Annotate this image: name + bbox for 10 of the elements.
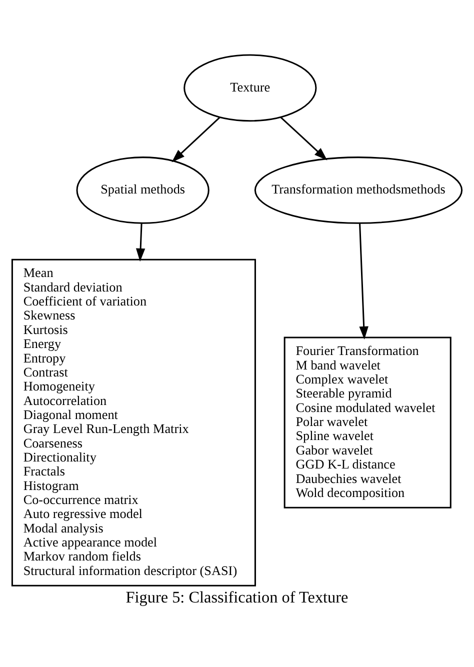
node-box: Fourier Transformation M band wavelet Complex wavelet Steerable pyramid Cosine modulated wavelet Polar wavelet Spline wavelet Gabor wavelet GGD K-L distance Daubechies wavelet Wold decomposition <box>284 336 452 508</box>
node-ellipse: Spatial methods <box>76 156 210 224</box>
node-box: Mean Standard deviation Coefficient of variation Skewness Kurtosis Energy Entropy Contrast Homogeneity Autocorrelation Diagonal moment Gray Level Run-Length Matrix Coarseness Directionality Fractals Histogram Co-occurrence matrix Auto regressive model Modal analysis Active appearance model Markov random fields Structural information descriptor (SASI) <box>11 258 256 586</box>
caption: Figure 5: Classification of Texture <box>126 588 348 607</box>
node-ellipse: Transformation methodsmethods <box>254 156 463 224</box>
arrow <box>359 223 368 340</box>
arrow <box>172 116 220 162</box>
arrow <box>136 223 146 262</box>
arrow <box>280 116 328 160</box>
node-ellipse: Texture <box>184 54 317 122</box>
